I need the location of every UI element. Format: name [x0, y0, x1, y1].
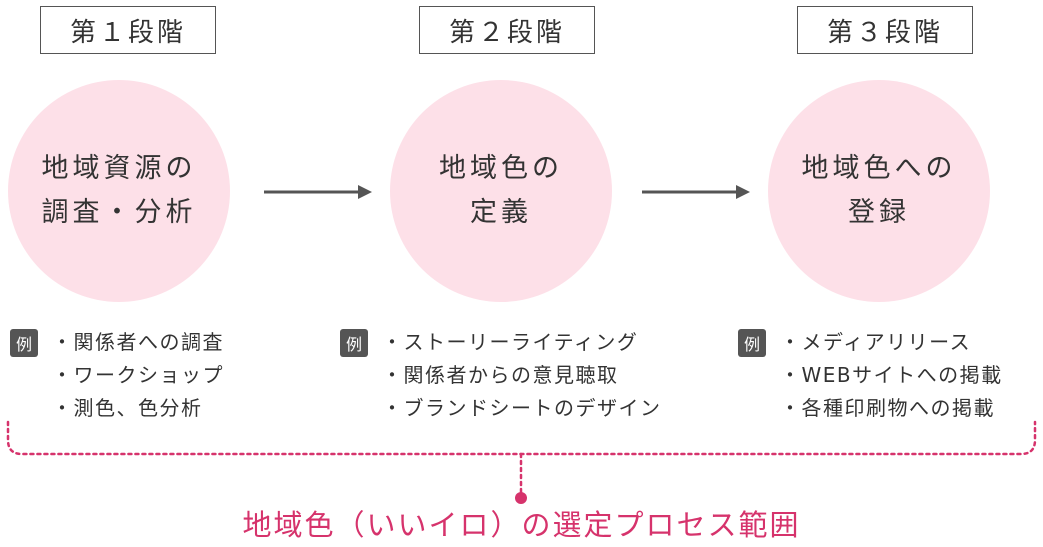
- list-item: 関係者への調査: [52, 326, 224, 359]
- stage-1-examples: 例 関係者への調査 ワークショップ 測色、色分析: [10, 326, 224, 425]
- stage-3-label: 第３段階: [797, 6, 973, 54]
- stage-2-examples: 例 ストーリーライティング 関係者からの意見聴取 ブランドシートのデザイン: [340, 326, 662, 425]
- list-item: 測色、色分析: [52, 392, 224, 425]
- stage-1-circle-line-2: 調査・分析: [41, 197, 197, 228]
- stage-3-circle-line-1: 地域色への: [801, 153, 957, 184]
- stage-2-example-list: ストーリーライティング 関係者からの意見聴取 ブランドシートのデザイン: [382, 326, 662, 425]
- scope-bracket: [6, 420, 1037, 504]
- list-item: 関係者からの意見聴取: [382, 359, 662, 392]
- stage-3-example-list: メディアリリース WEBサイトへの掲載 各種印刷物への掲載: [780, 326, 1003, 425]
- stage-2-circle-line-2: 定義: [470, 197, 532, 228]
- list-item: ストーリーライティング: [382, 326, 662, 359]
- bracket-dot-icon: [515, 492, 527, 504]
- stage-1-circle-line-1: 地域資源の: [41, 153, 197, 184]
- arrow-right-icon: [264, 185, 372, 199]
- process-scope-caption: 地域色（いいイロ）の選定プロセス範囲: [242, 508, 801, 542]
- stage-1-circle: 地域資源の 調査・分析: [8, 80, 230, 302]
- list-item: ブランドシートのデザイン: [382, 392, 662, 425]
- example-badge: 例: [738, 329, 766, 357]
- list-item: WEBサイトへの掲載: [780, 359, 1003, 392]
- stage-2-circle-line-1: 地域色の: [439, 153, 563, 184]
- stage-2-label: 第２段階: [419, 6, 595, 54]
- stage-3-examples: 例 メディアリリース WEBサイトへの掲載 各種印刷物への掲載: [738, 326, 1003, 425]
- list-item: メディアリリース: [780, 326, 1003, 359]
- stage-1-label: 第１段階: [40, 6, 216, 54]
- example-badge: 例: [340, 329, 368, 357]
- arrow-right-icon: [642, 185, 750, 199]
- stage-3-circle: 地域色への 登録: [768, 80, 990, 302]
- list-item: 各種印刷物への掲載: [780, 392, 1003, 425]
- stage-1-example-list: 関係者への調査 ワークショップ 測色、色分析: [52, 326, 224, 425]
- list-item: ワークショップ: [52, 359, 224, 392]
- stage-2-circle: 地域色の 定義: [390, 80, 612, 302]
- example-badge: 例: [10, 329, 38, 357]
- stage-3-circle-line-2: 登録: [848, 197, 910, 228]
